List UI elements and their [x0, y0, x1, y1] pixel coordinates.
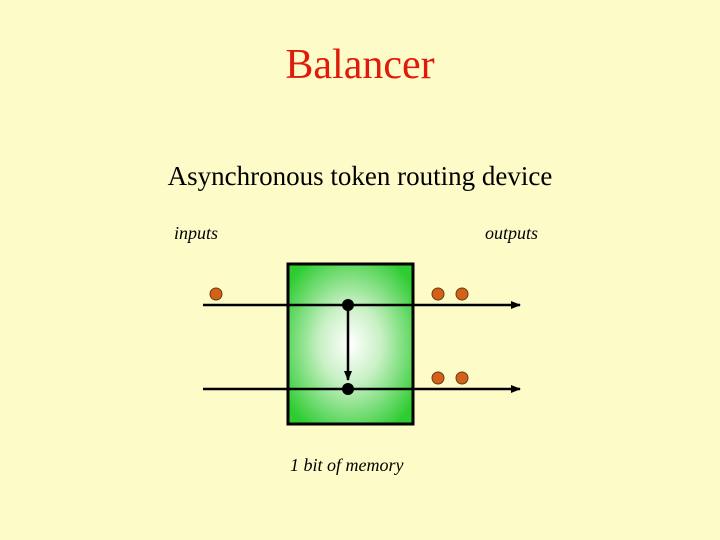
tokens — [209, 287, 469, 385]
output-token-top-1 — [431, 287, 445, 301]
output-token-top-2 — [455, 287, 469, 301]
inputs-label: inputs — [174, 223, 219, 243]
toggle-node-top — [342, 299, 354, 311]
balancer-box — [286, 262, 415, 426]
outputs-label: outputs — [485, 223, 539, 243]
slide-title: Balancer — [285, 42, 435, 88]
slide-subtitle: Asynchronous token routing device — [167, 161, 553, 191]
memory-label: 1 bit of memory — [290, 455, 404, 475]
output-token-bottom-2 — [455, 371, 469, 385]
output-token-bottom-1 — [431, 371, 445, 385]
toggle-node-bottom — [342, 383, 354, 395]
input-token — [209, 287, 223, 301]
